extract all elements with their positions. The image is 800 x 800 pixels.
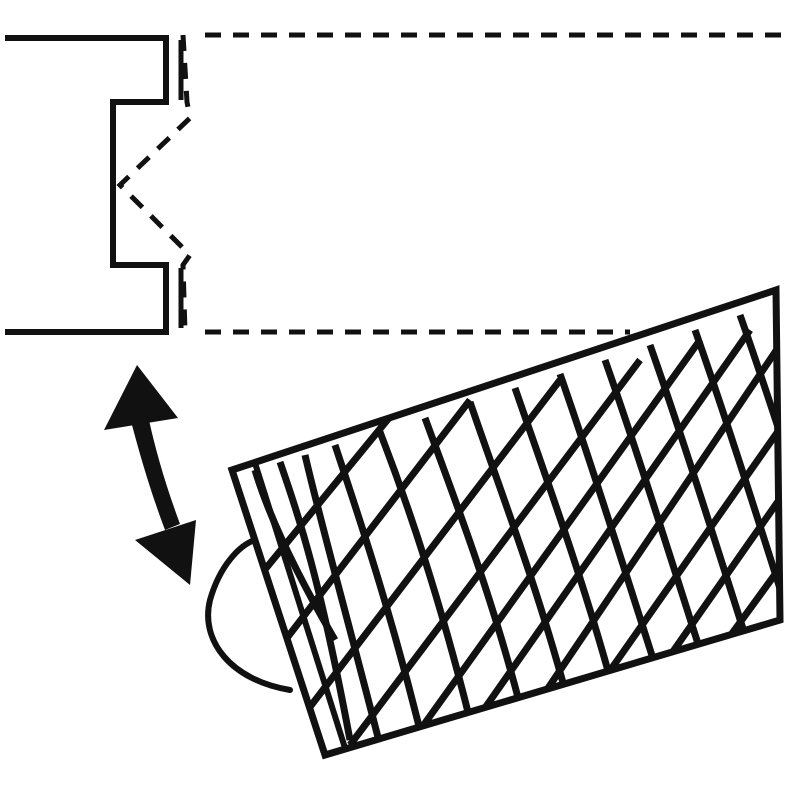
arrow-shaft xyxy=(132,420,180,530)
cut-path-outline xyxy=(116,32,790,335)
dashed-left-profile xyxy=(116,34,194,333)
cutter-tool xyxy=(205,285,784,760)
arrow-head-bottom xyxy=(135,520,196,585)
workpiece-profile xyxy=(5,35,169,335)
cutter-edge-strip xyxy=(229,462,348,756)
rotation-arrow xyxy=(104,365,196,585)
cutter-body-outline xyxy=(227,285,784,760)
cutter-tip-bulge xyxy=(205,537,293,693)
arrow-head-top xyxy=(104,365,178,430)
cutter-hatching xyxy=(237,313,780,748)
